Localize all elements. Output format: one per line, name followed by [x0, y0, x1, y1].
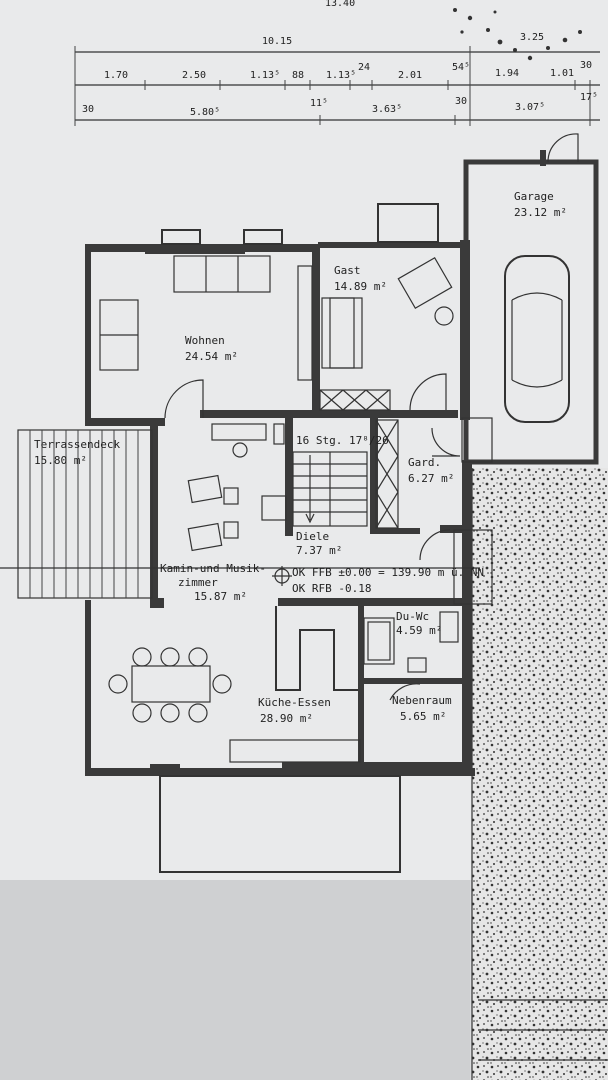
- stairs-label: 16 Stg. 17⁸/26: [296, 434, 389, 447]
- duwc-area: 4.59 m²: [396, 624, 442, 637]
- dim-row2: 24: [358, 62, 370, 73]
- gard-name: Gard.: [408, 456, 441, 469]
- door-swings: [164, 373, 461, 701]
- kamin-area: 15.87 m²: [194, 590, 247, 603]
- garage-door-frame: [461, 417, 493, 463]
- kueche-name: Küche-Essen: [258, 696, 331, 709]
- dim-row3: 5.80⁵: [190, 107, 220, 118]
- dim-row3: 3.07⁵: [515, 102, 545, 113]
- kamin-furniture: [187, 423, 292, 586]
- gard-cabinet: [375, 419, 399, 529]
- bottom-dim-marks: [478, 999, 608, 1061]
- outer-walls: [85, 240, 475, 776]
- level-rfb: OK RFB -0.18: [292, 582, 371, 595]
- dim-row2: 54⁵: [452, 62, 470, 73]
- gast-furniture: [319, 256, 454, 411]
- dim-row2: 30: [580, 60, 592, 71]
- dim-row2: 1.13⁵: [326, 70, 356, 81]
- garden-scatter: [453, 8, 582, 61]
- garage: [463, 133, 599, 465]
- dim-row2: 1.70: [104, 70, 128, 81]
- terrasse-name: Terrassendeck: [34, 438, 120, 451]
- kamin-name: Kamin-und Musik-: [160, 562, 266, 575]
- garage-name: Garage: [514, 190, 554, 203]
- dining-table: [108, 647, 232, 723]
- terrasse-area: 15.80 m²: [34, 454, 87, 467]
- dim-row2: 1.01: [550, 68, 574, 79]
- gravel-area: [472, 468, 608, 1080]
- dim-row2: 1.13⁵: [250, 70, 280, 81]
- diele-name: Diele: [296, 530, 329, 543]
- dim-top: 13.40: [325, 0, 355, 9]
- dim-row2: 88: [292, 70, 304, 81]
- terrace-deck: [17, 429, 153, 599]
- car-icon: [504, 255, 570, 423]
- garage-area: 23.12 m²: [514, 206, 567, 219]
- dim-row3: 11⁵: [310, 98, 328, 109]
- wohnen-furniture: [99, 255, 313, 381]
- wohnen-name: Wohnen: [185, 334, 225, 347]
- paper-lower-area: [0, 880, 470, 1080]
- gast-name: Gast: [334, 264, 361, 277]
- staircase: [273, 423, 368, 527]
- gard-area: 6.27 m²: [408, 472, 454, 485]
- dim-row3: 30: [455, 96, 467, 107]
- diele-area: 7.37 m²: [296, 544, 342, 557]
- duwc-name: Du-Wc: [396, 610, 429, 623]
- nebenraum-name: Nebenraum: [392, 694, 452, 707]
- entrance: [453, 529, 493, 605]
- nebenraum-area: 5.65 m²: [400, 710, 446, 723]
- gast-area: 14.89 m²: [334, 280, 387, 293]
- dim-row2: 2.01: [398, 70, 422, 81]
- kueche-area: 28.90 m²: [260, 712, 313, 725]
- dim-row3: 17⁵: [580, 92, 598, 103]
- dim-row2: 2.50: [182, 70, 206, 81]
- level-ffb: OK FFB ±0.00 = 139.90 m ü. NN: [292, 566, 484, 579]
- dim-row1-right: 3.25: [520, 32, 544, 43]
- duwc-fixtures: [363, 611, 459, 673]
- dim-row3: 30: [82, 104, 94, 115]
- kamin-name2: zimmer: [178, 576, 218, 589]
- dimension-lines: [74, 46, 600, 126]
- kitchen-counter: [229, 606, 361, 763]
- wohnen-area: 24.54 m²: [185, 350, 238, 363]
- dim-row3: 3.63⁵: [372, 104, 402, 115]
- dim-row2: 1.94: [495, 68, 519, 79]
- interior-walls: [200, 244, 468, 766]
- dim-row1-main: 10.15: [262, 36, 292, 47]
- windows: [159, 203, 439, 873]
